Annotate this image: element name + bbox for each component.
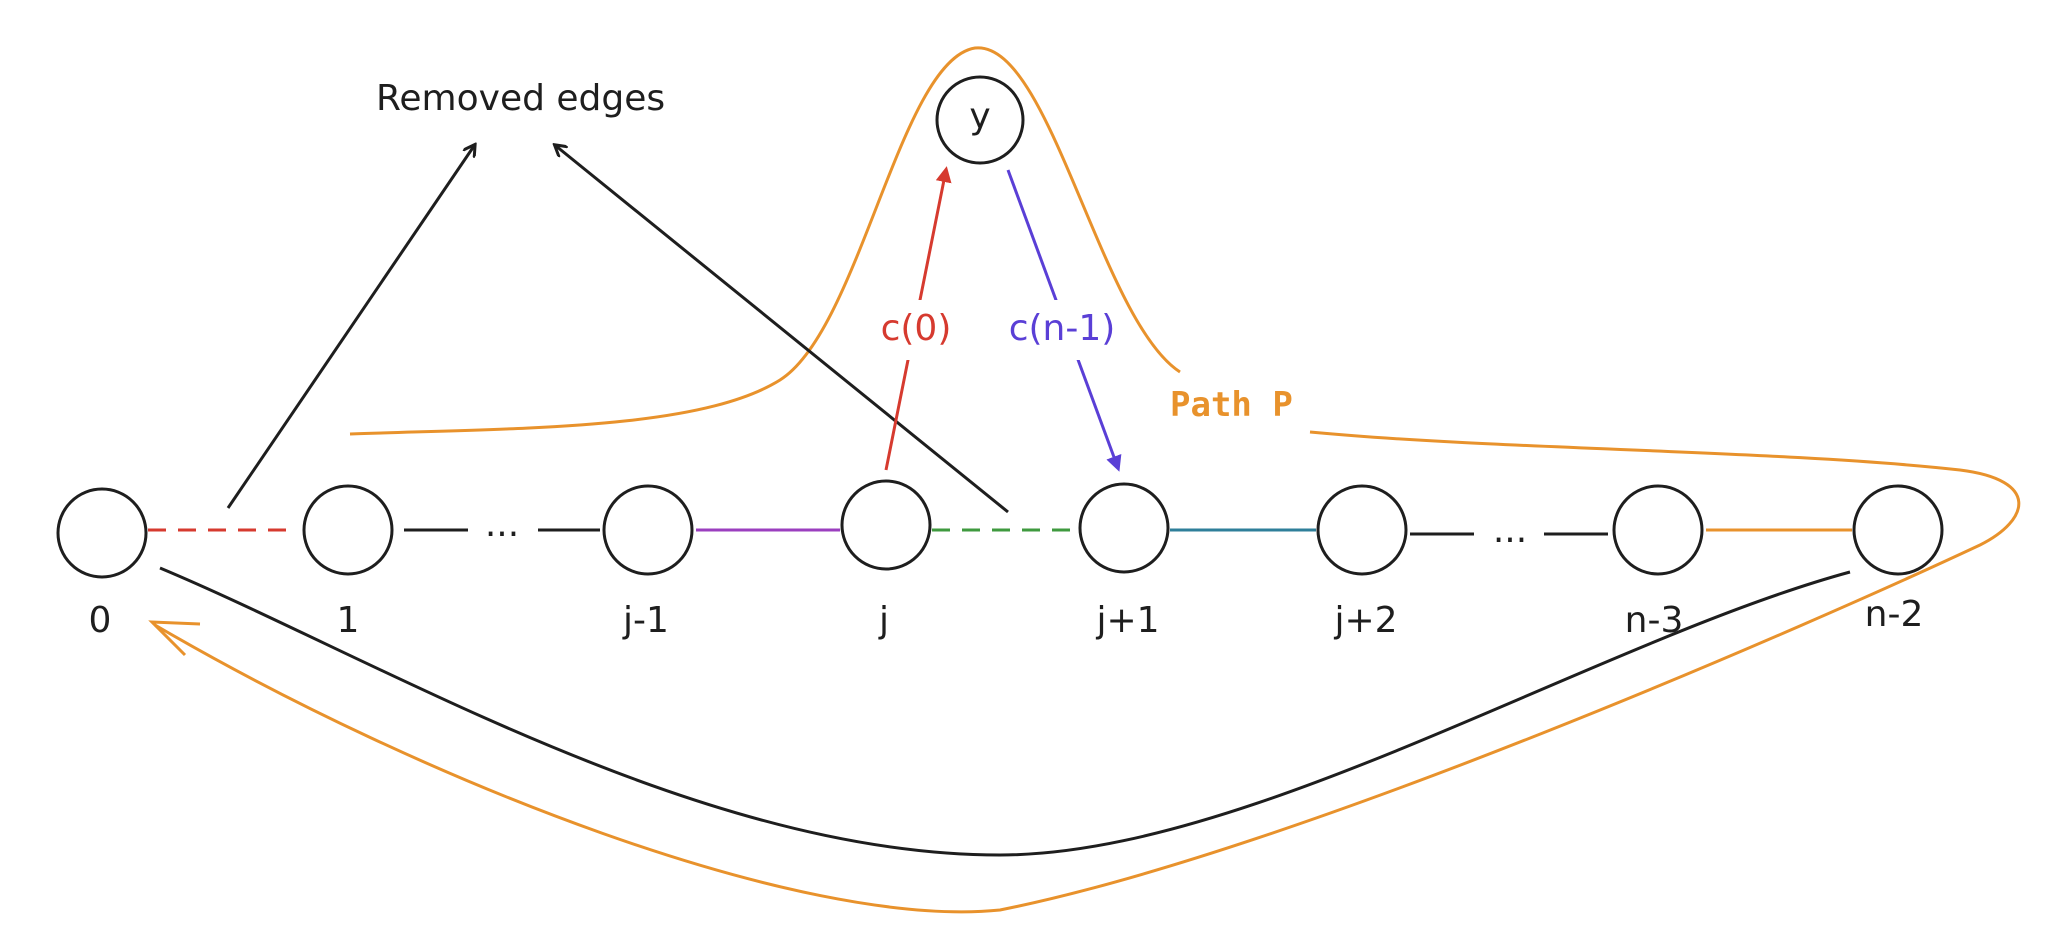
node-1 (302, 484, 394, 576)
node-y-label: y (969, 96, 990, 137)
node-j-plus-1 (1078, 482, 1170, 574)
node-0-label: 0 (89, 600, 112, 641)
node-j-label: j (878, 600, 889, 641)
path-p-arrowhead (148, 620, 201, 657)
removed-edge-arrow-left (226, 146, 474, 509)
node-j-plus-2-label: j+2 (1333, 600, 1397, 641)
ellipsis-right: ... (1493, 510, 1527, 551)
node-j (840, 479, 932, 571)
node-0 (56, 487, 148, 579)
node-j-minus-1-label: j-1 (622, 600, 669, 641)
edge-n2-to-0 (159, 566, 1851, 857)
edge-label-c0: c(0) (881, 308, 952, 349)
node-j-minus-1 (602, 484, 694, 576)
path-p-curve (154, 46, 2021, 914)
node-1-label: 1 (337, 600, 360, 641)
node-j-plus-2 (1316, 484, 1408, 576)
node-j-plus-1-label: j+1 (1095, 600, 1159, 641)
removed-edge-arrow-right (556, 146, 1009, 514)
node-n-minus-2-label: n-2 (1865, 594, 1924, 635)
edge-label-cn1: c(n-1) (1009, 308, 1116, 349)
path-p-label: Path P (1170, 385, 1293, 425)
node-n-minus-3-label: n-3 (1625, 600, 1684, 641)
node-y (935, 75, 1025, 165)
ellipsis-left: ... (485, 504, 519, 545)
node-n-minus-2 (1852, 484, 1944, 576)
node-n-minus-3 (1612, 484, 1704, 576)
removed-edges-label: Removed edges (376, 78, 665, 119)
